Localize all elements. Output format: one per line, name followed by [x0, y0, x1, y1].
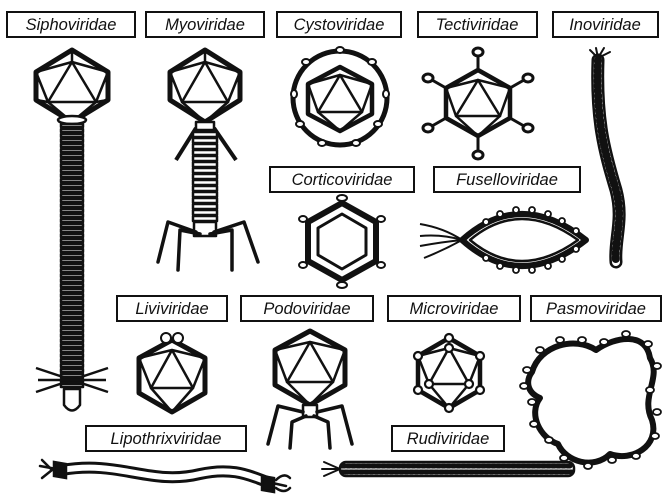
inoviridae-filament-stripes	[598, 60, 619, 262]
label-tectiviridae: Tectiviridae	[418, 12, 537, 37]
rudiviridae-tip	[322, 462, 340, 476]
svg-text:Podoviridae: Podoviridae	[263, 300, 350, 318]
cystoviridae-virion	[291, 47, 389, 146]
label-rudiviridae: Rudiviridae	[392, 426, 504, 451]
svg-text:Rudiviridae: Rudiviridae	[407, 430, 490, 448]
tectiviridae-virion	[423, 48, 533, 159]
siphoviridae-tail-tip	[64, 389, 80, 411]
svg-text:Tectiviridae: Tectiviridae	[436, 16, 519, 34]
label-siphoviridae: Siphoviridae	[7, 12, 135, 37]
fuselloviridae-tail-fibers	[420, 224, 462, 258]
label-cystoviridae: Cystoviridae	[277, 12, 401, 37]
svg-text:Myoviridae: Myoviridae	[165, 16, 245, 34]
svg-text:Siphoviridae: Siphoviridae	[26, 16, 117, 34]
lipothrixviridae-rod-inner	[62, 468, 268, 482]
svg-text:Fuselloviridae: Fuselloviridae	[456, 171, 558, 189]
podoviridae-virion	[268, 331, 352, 448]
siphoviridae-tail	[61, 124, 83, 387]
siphoviridae-head	[36, 50, 108, 122]
label-fuselloviridae: Fuselloviridae	[434, 167, 580, 192]
myoviridae-virion	[158, 50, 258, 270]
label-corticoviridae: Corticoviridae	[270, 167, 414, 192]
inoviridae-virion	[590, 48, 619, 262]
liviviridae-virion	[139, 333, 205, 412]
corticoviridae-inner-shell	[318, 214, 366, 269]
svg-text:Microviridae: Microviridae	[410, 300, 499, 318]
svg-text:Corticoviridae: Corticoviridae	[292, 171, 393, 189]
label-microviridae: Microviridae	[388, 296, 520, 321]
label-inoviridae: Inoviridae	[553, 12, 658, 37]
svg-text:Pasmoviridae: Pasmoviridae	[546, 300, 646, 318]
lipothrixviridae-end-right	[262, 475, 290, 492]
svg-text:Cystoviridae: Cystoviridae	[294, 16, 385, 34]
lipothrixviridae-end-left	[40, 460, 66, 478]
svg-text:Inoviridae: Inoviridae	[569, 16, 641, 34]
myoviridae-sheath	[193, 132, 217, 221]
label-myoviridae: Myoviridae	[146, 12, 264, 37]
pasmoviridae-envelope	[528, 339, 654, 463]
svg-text:Liviviridae: Liviviridae	[135, 300, 208, 318]
label-podoviridae: Podoviridae	[241, 296, 373, 321]
svg-text:Lipothrixviridae: Lipothrixviridae	[111, 430, 222, 448]
lipothrixviridae-virion	[40, 460, 290, 492]
label-pasmoviridae: Pasmoviridae	[531, 296, 661, 321]
label-liviviridae: Liviviridae	[117, 296, 227, 321]
myoviridae-collar	[196, 122, 214, 130]
fuselloviridae-virion	[420, 207, 586, 273]
rudiviridae-virion	[322, 462, 574, 476]
myoviridae-head	[170, 50, 240, 122]
corticoviridae-virion	[299, 195, 385, 288]
label-lipothrixviridae: Lipothrixviridae	[86, 426, 246, 451]
tectiviridae-capsid	[446, 70, 510, 136]
pasmoviridae-virion	[520, 331, 661, 469]
microviridae-virion	[414, 334, 484, 412]
siphoviridae-virion	[36, 50, 108, 411]
